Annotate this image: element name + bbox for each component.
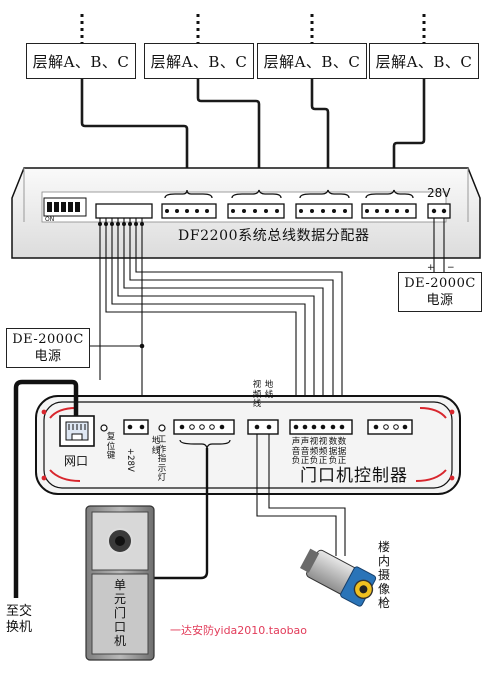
- power-supply-a-label: 电源: [34, 349, 62, 364]
- connector-braces: [164, 189, 414, 199]
- power-supply-b-model: DE-2000C: [404, 276, 476, 291]
- layer-box-3: 层解A、B、C: [257, 43, 367, 79]
- power-supply-b-label: 电源: [426, 293, 454, 308]
- power-supply-a-model: DE-2000C: [12, 332, 84, 347]
- controller-title: 门口机控制器: [300, 466, 408, 486]
- dotted-lines: [80, 14, 426, 43]
- spare-terminal: [367, 419, 413, 435]
- layer-box-2: 层解A、B、C: [144, 43, 254, 79]
- term-label-5: 数据负: [328, 437, 338, 466]
- camera-label: 楼内摄像枪: [378, 540, 391, 610]
- distributor-connectors: [95, 203, 451, 219]
- switch-label: 至交换机: [6, 604, 33, 635]
- door-unit-label: 单元门口机: [114, 578, 127, 648]
- term-label-6: 数据正: [337, 437, 347, 466]
- video-terminal: [247, 419, 279, 435]
- layer-box-4: 层解A、B、C: [369, 43, 479, 79]
- power-terminal: [123, 419, 149, 435]
- layer-cables: [80, 79, 426, 192]
- video-wires: [256, 434, 346, 556]
- layer-box-1: 层解A、B、C: [26, 43, 136, 79]
- term-label-1: 声音负: [291, 437, 301, 466]
- term-label-3: 视频负: [309, 437, 319, 466]
- network-port: [59, 415, 95, 447]
- work-led-label: 工作指示灯: [157, 435, 167, 483]
- distributor-title: DF2200系统总线数据分配器: [178, 228, 370, 244]
- work-led: [158, 424, 166, 432]
- door-unit-cable: [154, 448, 209, 580]
- door-unit-device: [85, 505, 155, 661]
- power-supply-b: DE-2000C 电源: [398, 272, 482, 312]
- dip-on-label: ON: [45, 216, 55, 223]
- network-cable: [13, 379, 79, 598]
- bus-wire-joints: [98, 222, 145, 349]
- svg-text:−: −: [447, 263, 455, 273]
- dip-switch: [43, 197, 87, 217]
- power-b-wires: [433, 218, 445, 272]
- plus28v-label: +28V: [125, 448, 135, 472]
- ground2-label: 地线: [264, 380, 274, 400]
- reset-label: 复位键: [106, 432, 116, 461]
- video-line-label: 视频线: [252, 380, 262, 409]
- bus-wires: [99, 218, 343, 420]
- watermark: 一达安防yida2010.taobao: [170, 624, 308, 637]
- network-port-label: 网口: [64, 454, 89, 468]
- svg-text:+: +: [427, 263, 435, 273]
- term-label-4: 视频正: [318, 437, 328, 466]
- term-label-2: 声音正: [300, 437, 310, 466]
- connector-pins: [165, 208, 447, 214]
- power-supply-a: DE-2000C 电源: [6, 328, 90, 368]
- reset-button: [100, 424, 108, 432]
- camera-device: [299, 548, 377, 607]
- ground-label: 地线: [151, 436, 161, 456]
- distributor-voltage: 28V: [427, 186, 451, 200]
- door-unit-terminal: [173, 419, 235, 449]
- signal-terminal: [289, 419, 353, 435]
